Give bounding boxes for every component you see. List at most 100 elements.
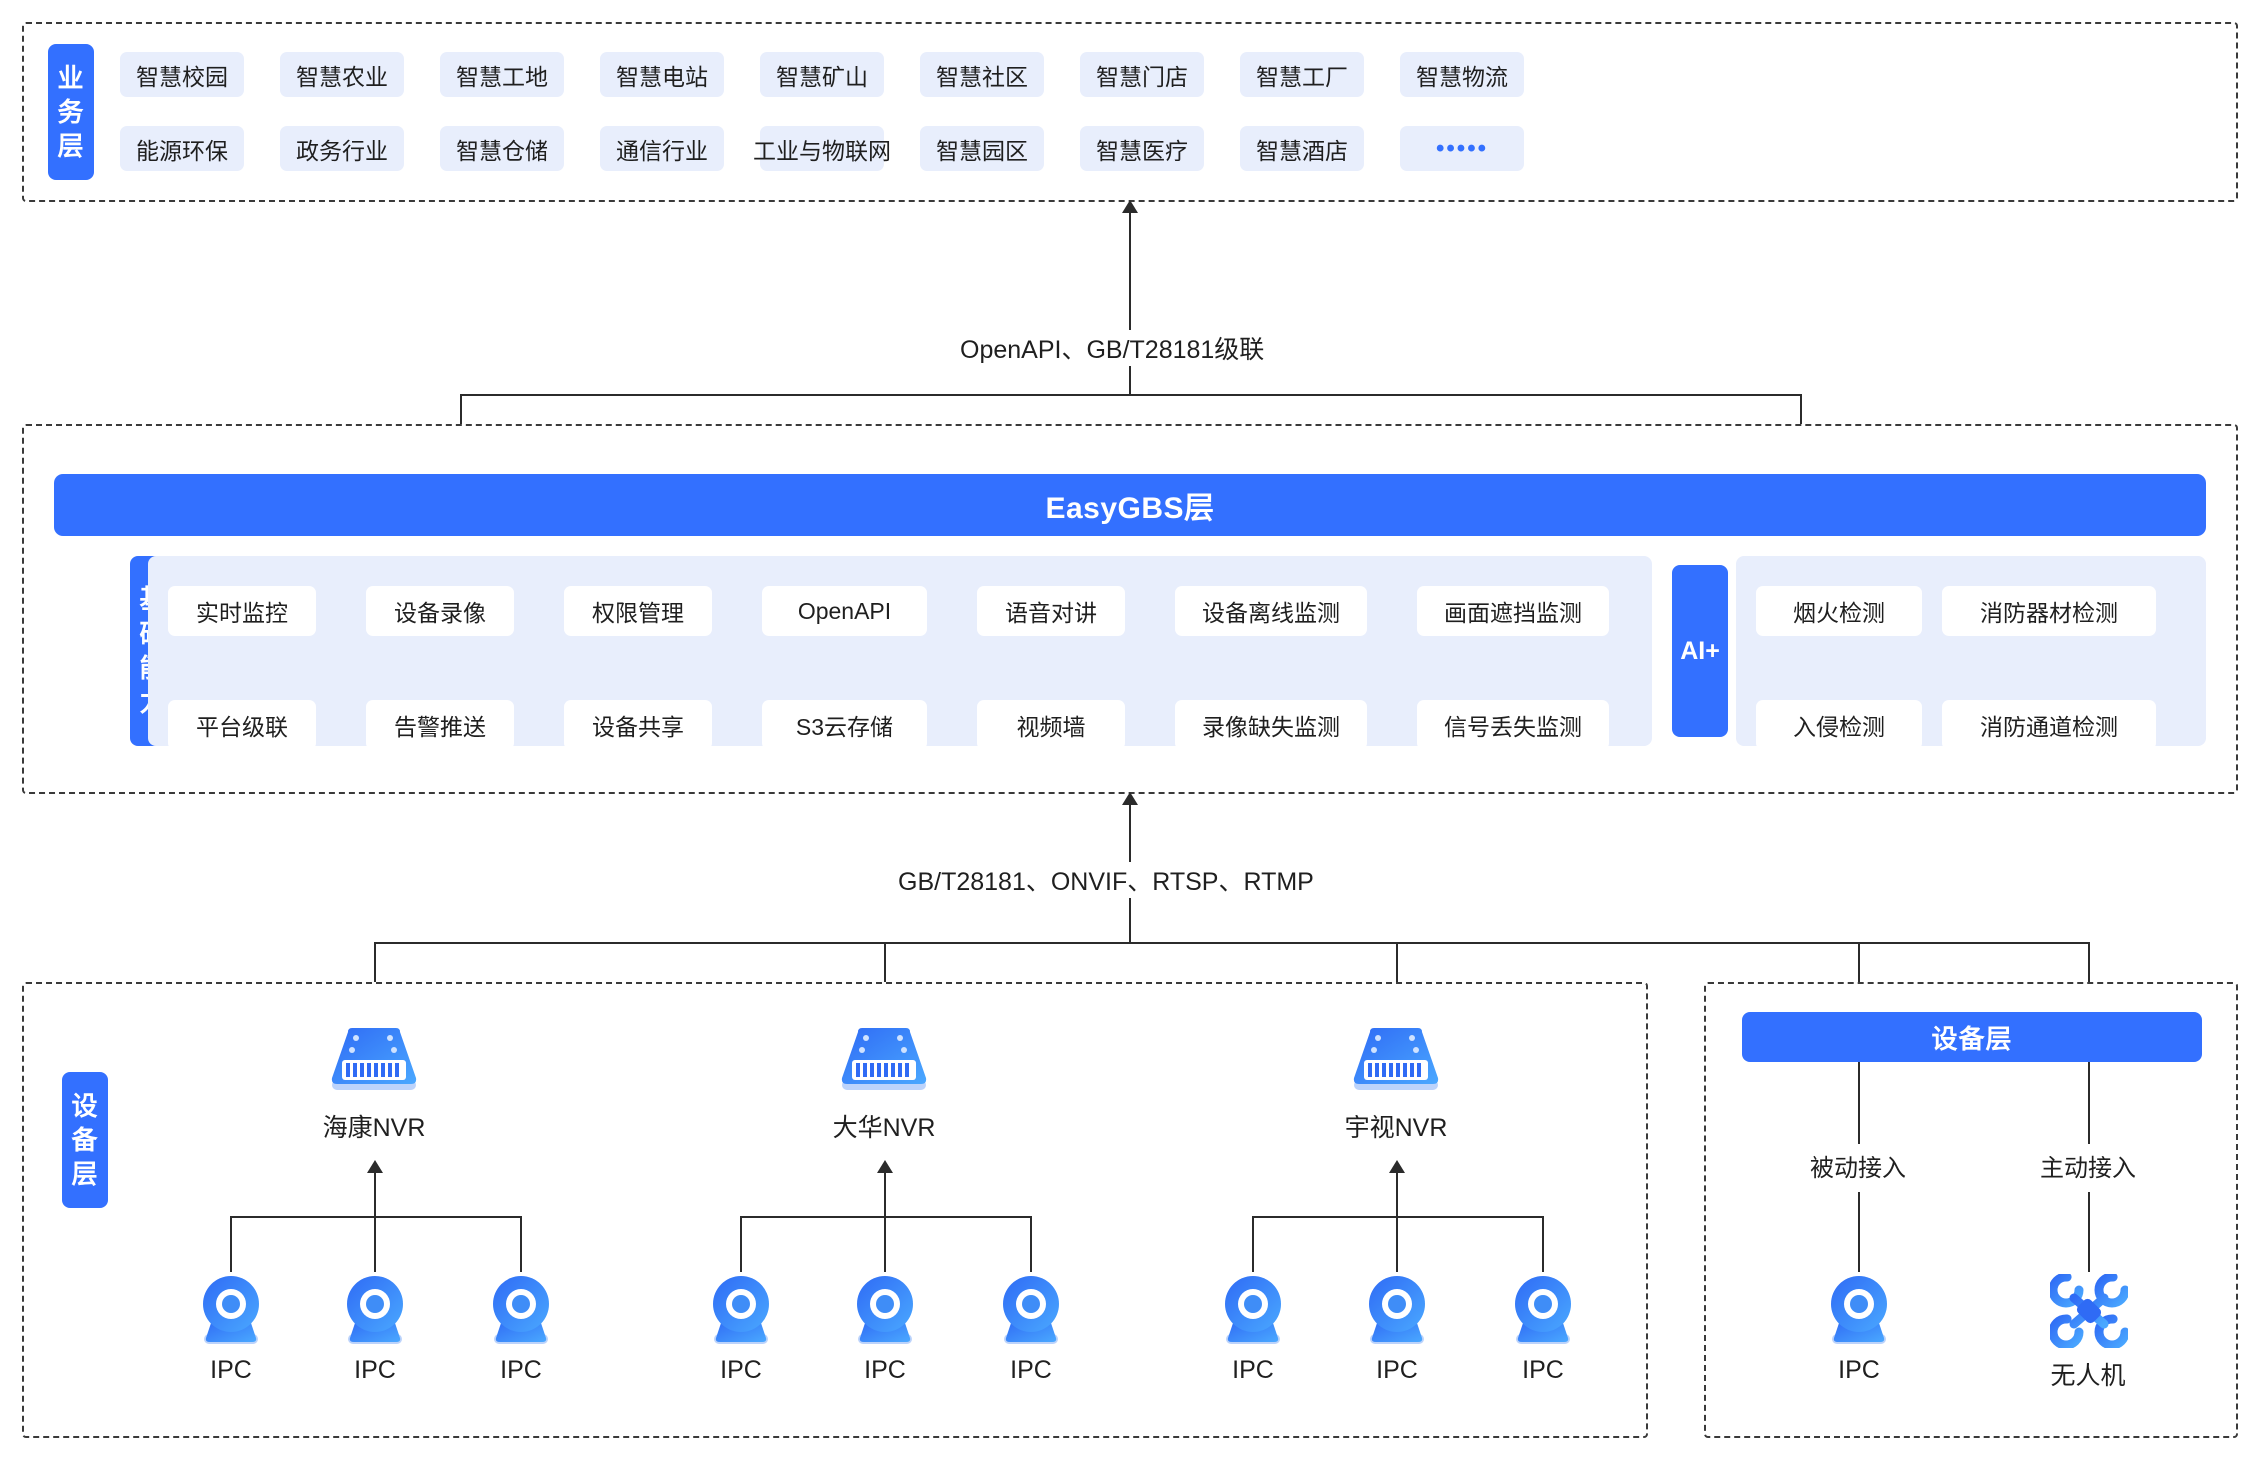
- camera-icon: [1831, 1276, 1887, 1344]
- capability-chip-label: 视频墙: [1016, 714, 1086, 740]
- nvr-icon-group-1[interactable]: [326, 1024, 422, 1101]
- ipc-label: IPC: [500, 1356, 542, 1384]
- ipc-icon-wrap[interactable]: [486, 1272, 556, 1353]
- capability-chip[interactable]: 语音对讲: [977, 586, 1125, 636]
- nvr-icon-group-3[interactable]: [1348, 1024, 1444, 1101]
- ipc-icon-wrap[interactable]: [340, 1272, 410, 1353]
- capability-chip-label: 设备共享: [592, 714, 684, 740]
- capability-chip-label: 设备离线监测: [1202, 600, 1340, 626]
- connector-bottom-branch-5: [2088, 942, 2090, 994]
- business-chip-label: •••••: [1435, 134, 1488, 162]
- nvr-arrow-icon: [367, 1160, 383, 1173]
- ipc-label: IPC: [1376, 1356, 1418, 1384]
- access-mode-label: 被动接入: [1810, 1155, 1906, 1182]
- business-chip[interactable]: 智慧仓储: [440, 126, 564, 171]
- business-chip[interactable]: 智慧酒店: [1240, 126, 1364, 171]
- ai-chip[interactable]: 烟火检测: [1756, 586, 1922, 636]
- ipc-label: IPC: [720, 1356, 762, 1384]
- ipc-icon-wrap[interactable]: [706, 1272, 776, 1353]
- business-chip[interactable]: 智慧门店: [1080, 52, 1204, 97]
- camera-icon: [493, 1276, 549, 1344]
- capability-chip[interactable]: 设备录像: [366, 586, 514, 636]
- business-chip[interactable]: 智慧农业: [280, 52, 404, 97]
- ipc-icon-wrap[interactable]: [1824, 1272, 1894, 1353]
- camera-icon: [1515, 1276, 1571, 1344]
- gbs-title-bar[interactable]: EasyGBS层: [54, 474, 2206, 536]
- connector-bottom-branch-4: [1858, 942, 1860, 994]
- nvr-uplink-2: [884, 1172, 886, 1218]
- connector-bottom-label: GB/T28181、ONVIF、RTSP、RTMP: [888, 862, 1324, 898]
- business-chip[interactable]: 通信行业: [600, 126, 724, 171]
- business-chip[interactable]: 智慧校园: [120, 52, 244, 97]
- business-chip-label: 能源环保: [136, 137, 228, 164]
- capability-chip[interactable]: 实时监控: [168, 586, 316, 636]
- connector-top-branch-left: [460, 394, 462, 446]
- ai-chip-label: 入侵检测: [1793, 714, 1885, 740]
- ipc-label: IPC: [1522, 1356, 1564, 1384]
- connector-top-branch-right: [1800, 394, 1802, 446]
- capability-chip[interactable]: 画面遮挡监测: [1417, 586, 1609, 636]
- business-chip[interactable]: 智慧医疗: [1080, 126, 1204, 171]
- nvr-leg: [374, 1216, 376, 1272]
- nvr-icon-group-2[interactable]: [836, 1024, 932, 1101]
- ai-chip[interactable]: 入侵检测: [1756, 700, 1922, 750]
- business-chip-label: 智慧电站: [616, 63, 708, 90]
- business-chip[interactable]: 智慧电站: [600, 52, 724, 97]
- business-chip[interactable]: 智慧物流: [1400, 52, 1524, 97]
- ipc-icon-wrap[interactable]: [1508, 1272, 1578, 1353]
- capability-chip[interactable]: 告警推送: [366, 700, 514, 750]
- capability-chip[interactable]: OpenAPI: [762, 586, 927, 636]
- capability-chip[interactable]: 设备共享: [564, 700, 712, 750]
- nvr-leg: [884, 1216, 886, 1272]
- nvr-leg: [740, 1216, 742, 1272]
- ipc-label: IPC: [1838, 1356, 1880, 1384]
- capability-chip[interactable]: S3云存储: [762, 700, 927, 750]
- ipc-icon-wrap[interactable]: [196, 1272, 266, 1353]
- capability-chip[interactable]: 信号丢失监测: [1417, 700, 1609, 750]
- passive-access-line-top: [1858, 1062, 1860, 1144]
- ipc-icon-wrap[interactable]: [996, 1272, 1066, 1353]
- connector-top-vline: [1129, 212, 1131, 396]
- capability-chip[interactable]: 设备离线监测: [1175, 586, 1367, 636]
- business-chip-more[interactable]: •••••: [1400, 126, 1524, 171]
- business-chip-label: 智慧工地: [456, 63, 548, 90]
- business-chip-label: 智慧社区: [936, 63, 1028, 90]
- camera-icon: [347, 1276, 403, 1344]
- ai-chip[interactable]: 消防通道检测: [1942, 700, 2156, 750]
- capability-chip[interactable]: 视频墙: [977, 700, 1125, 750]
- business-chip[interactable]: 智慧工地: [440, 52, 564, 97]
- business-chip[interactable]: 智慧矿山: [760, 52, 884, 97]
- capability-chip-label: 设备录像: [394, 600, 486, 626]
- ipc-label: IPC: [354, 1356, 396, 1384]
- nvr-leg: [520, 1216, 522, 1272]
- capability-chip[interactable]: 平台级联: [168, 700, 316, 750]
- connector-bottom-arrow-icon: [1122, 792, 1138, 805]
- business-chip[interactable]: 能源环保: [120, 126, 244, 171]
- ipc-icon-wrap[interactable]: [1362, 1272, 1432, 1353]
- camera-icon: [1225, 1276, 1281, 1344]
- capability-chip-label: 权限管理: [592, 600, 684, 626]
- capability-chip-label: S3云存储: [795, 714, 894, 740]
- ipc-icon-wrap[interactable]: [1218, 1272, 1288, 1353]
- camera-icon: [1003, 1276, 1059, 1344]
- business-chip[interactable]: 智慧社区: [920, 52, 1044, 97]
- ai-chip[interactable]: 消防器材检测: [1942, 586, 2156, 636]
- device-layer-right-title[interactable]: 设备层: [1742, 1012, 2202, 1062]
- business-chip[interactable]: 智慧工厂: [1240, 52, 1364, 97]
- connector-top-label: OpenAPI、GB/T28181级联: [950, 330, 1275, 366]
- business-chip[interactable]: 政务行业: [280, 126, 404, 171]
- capability-chip-label: 画面遮挡监测: [1444, 600, 1582, 626]
- nvr-uplink-3: [1396, 1172, 1398, 1218]
- business-chip[interactable]: 工业与物联网: [753, 126, 891, 171]
- capability-chip-label: 告警推送: [394, 714, 486, 740]
- camera-icon: [713, 1276, 769, 1344]
- capability-chip[interactable]: 录像缺失监测: [1175, 700, 1367, 750]
- passive-access-line-bottom: [1858, 1192, 1860, 1272]
- drone-icon: [2048, 1272, 2130, 1350]
- drone-icon-wrap[interactable]: [2048, 1272, 2130, 1353]
- business-chip[interactable]: 智慧园区: [920, 126, 1044, 171]
- capability-chip[interactable]: 权限管理: [564, 586, 712, 636]
- ipc-icon-wrap[interactable]: [850, 1272, 920, 1353]
- camera-icon: [1369, 1276, 1425, 1344]
